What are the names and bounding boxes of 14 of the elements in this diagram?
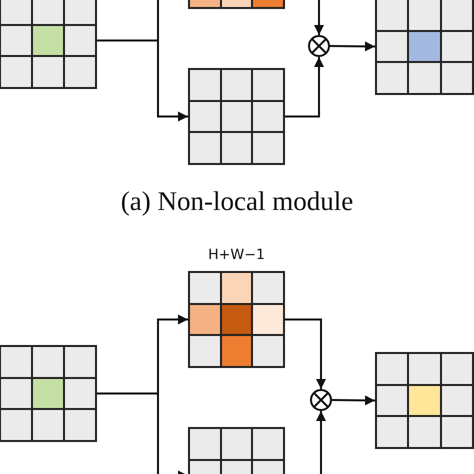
multiply-circle (308, 35, 330, 57)
feature-map-grid (0, 345, 97, 442)
feature-map-grid (188, 68, 285, 165)
arrow (285, 318, 326, 389)
feature-map-grid (375, 0, 474, 95)
feature-map-grid (375, 352, 474, 449)
feature-map-grid (188, 271, 285, 368)
caption-text: (a) Non-local module (120, 186, 354, 217)
multiply-circle (310, 389, 332, 411)
arrow (332, 395, 376, 406)
dimension-label: H+W−1 (207, 247, 266, 263)
arrow (330, 41, 376, 52)
feature-map-grid (0, 0, 97, 89)
arrow (285, 57, 324, 118)
